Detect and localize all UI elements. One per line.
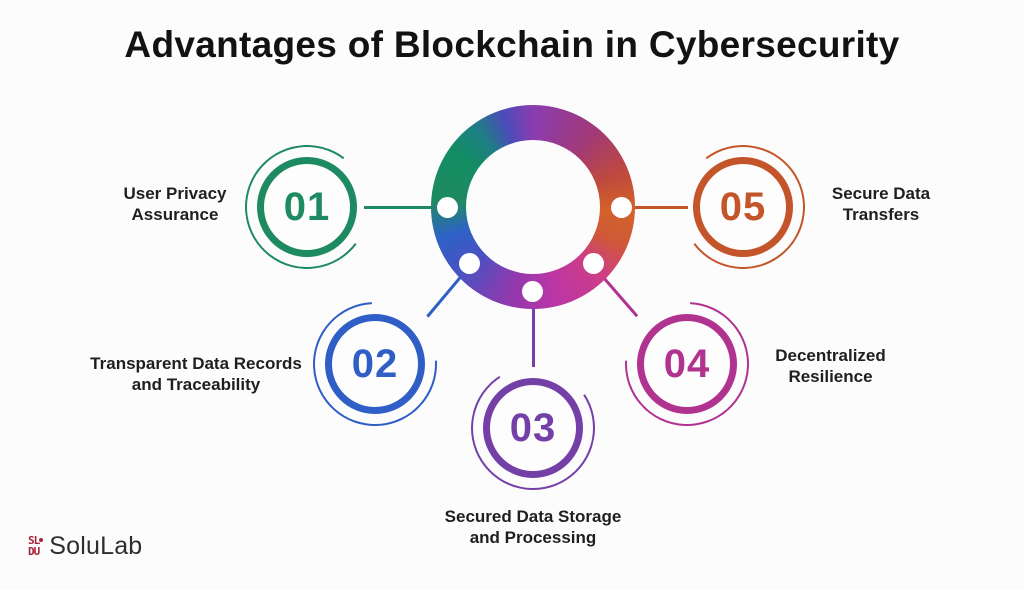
brand-logo: SL DU SoluLab: [28, 532, 142, 561]
node-01-inner-ring: 01: [257, 157, 357, 257]
node-01: 01: [236, 136, 378, 278]
node-04-inner-ring: 04: [637, 314, 737, 414]
node-05-inner-ring: 05: [693, 157, 793, 257]
node-03: 03: [459, 354, 607, 502]
brand-name: SoluLab: [49, 532, 143, 560]
ring-dot-left: [437, 197, 458, 218]
central-gradient-ring: [431, 105, 635, 309]
node-05-number: 05: [719, 185, 767, 229]
node-02-number: 02: [351, 342, 399, 386]
node-01-number: 01: [283, 185, 331, 229]
node-02: 02: [287, 276, 463, 452]
ring-dot-bottom-left: [459, 253, 480, 274]
label-transparent-data-records: Transparent Data Records and Traceabilit…: [90, 354, 302, 395]
label-decentralized-resilience: Decentralized Resilience: [775, 346, 886, 387]
connector-01: [364, 206, 448, 209]
node-03-inner-ring: 03: [483, 378, 583, 478]
node-04-number: 04: [663, 342, 711, 386]
label-secured-data-storage: Secured Data Storage and Processing: [444, 507, 622, 548]
ring-dot-right: [611, 197, 632, 218]
node-05: 05: [672, 136, 814, 278]
node-04: 04: [599, 276, 775, 452]
connector-05: [620, 206, 688, 209]
node-03-number: 03: [509, 406, 557, 450]
node-02-inner-ring: 02: [325, 314, 425, 414]
label-user-privacy-assurance: User Privacy Assurance: [123, 184, 227, 225]
connector-03: [532, 291, 535, 367]
ring-dot-bottom-right: [583, 253, 604, 274]
page-title: Advantages of Blockchain in Cybersecurit…: [124, 24, 900, 65]
label-secure-data-transfers: Secure Data Transfers: [831, 184, 931, 225]
solulab-logo-icon: SL DU: [28, 535, 44, 557]
ring-dot-bottom: [522, 281, 543, 302]
